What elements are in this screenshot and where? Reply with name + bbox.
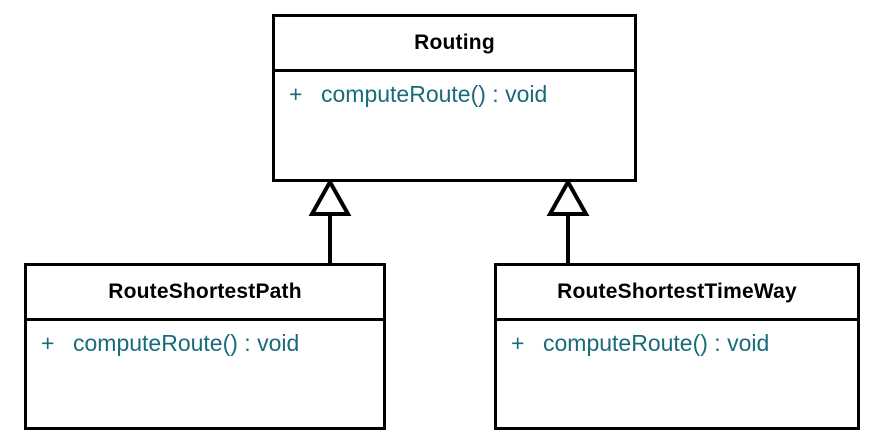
class-member[interactable]: + computeRoute() : void — [27, 330, 383, 357]
generalization-arrow-icon — [546, 177, 590, 266]
class-name-route-shortest-time-way: RouteShortestTimeWay — [497, 266, 857, 321]
member-signature: computeRoute() : void — [543, 330, 770, 356]
generalization-route-shortest-time-way-to-routing[interactable] — [536, 177, 600, 266]
class-members-route-shortest-path: + computeRoute() : void — [27, 321, 383, 427]
member-visibility: + — [289, 81, 303, 107]
class-members-route-shortest-time-way: + computeRoute() : void — [497, 321, 857, 427]
class-member[interactable]: + computeRoute() : void — [497, 330, 857, 357]
generalization-arrow-icon — [308, 177, 352, 266]
class-box-route-shortest-time-way[interactable]: RouteShortestTimeWay + computeRoute() : … — [494, 263, 860, 430]
member-signature: computeRoute() : void — [73, 330, 300, 356]
generalization-route-shortest-path-to-routing[interactable] — [298, 177, 362, 266]
class-box-route-shortest-path[interactable]: RouteShortestPath + computeRoute() : voi… — [24, 263, 386, 430]
class-name-route-shortest-path: RouteShortestPath — [27, 266, 383, 321]
member-visibility: + — [511, 330, 525, 356]
member-signature: computeRoute() : void — [321, 81, 548, 107]
class-name-routing: Routing — [275, 17, 634, 72]
class-members-routing: + computeRoute() : void — [275, 72, 634, 179]
member-visibility: + — [41, 330, 55, 356]
class-box-routing[interactable]: Routing + computeRoute() : void — [272, 14, 637, 182]
class-member[interactable]: + computeRoute() : void — [275, 81, 634, 108]
